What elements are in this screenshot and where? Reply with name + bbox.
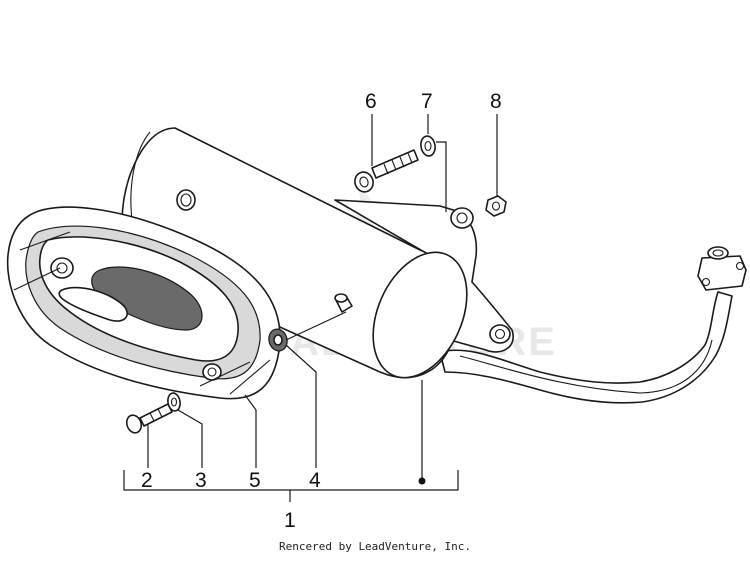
callout-7: 7 — [421, 90, 433, 113]
grommet-4 — [268, 328, 288, 352]
spacer — [334, 293, 353, 313]
callout-6: 6 — [365, 90, 377, 113]
callout-2: 2 — [141, 469, 153, 492]
render-credit: Rencered by LeadVenture, Inc. — [278, 540, 472, 553]
bolt-2 — [125, 403, 173, 434]
callout-5: 5 — [249, 469, 261, 492]
exhaust-pipe — [439, 246, 747, 404]
callout-4: 4 — [309, 469, 321, 492]
heat-shield-cover — [6, 206, 281, 400]
washer-7 — [420, 135, 436, 157]
leader-dot — [418, 477, 426, 485]
washer-3 — [167, 392, 181, 412]
callout-1: 1 — [284, 509, 296, 532]
callout-8: 8 — [490, 90, 502, 113]
silencer-body — [121, 127, 468, 379]
mounting-bracket — [334, 199, 514, 353]
nut-8 — [485, 195, 507, 217]
bolt-6 — [354, 149, 419, 193]
callout-3: 3 — [195, 469, 207, 492]
leader-lines — [123, 114, 498, 502]
